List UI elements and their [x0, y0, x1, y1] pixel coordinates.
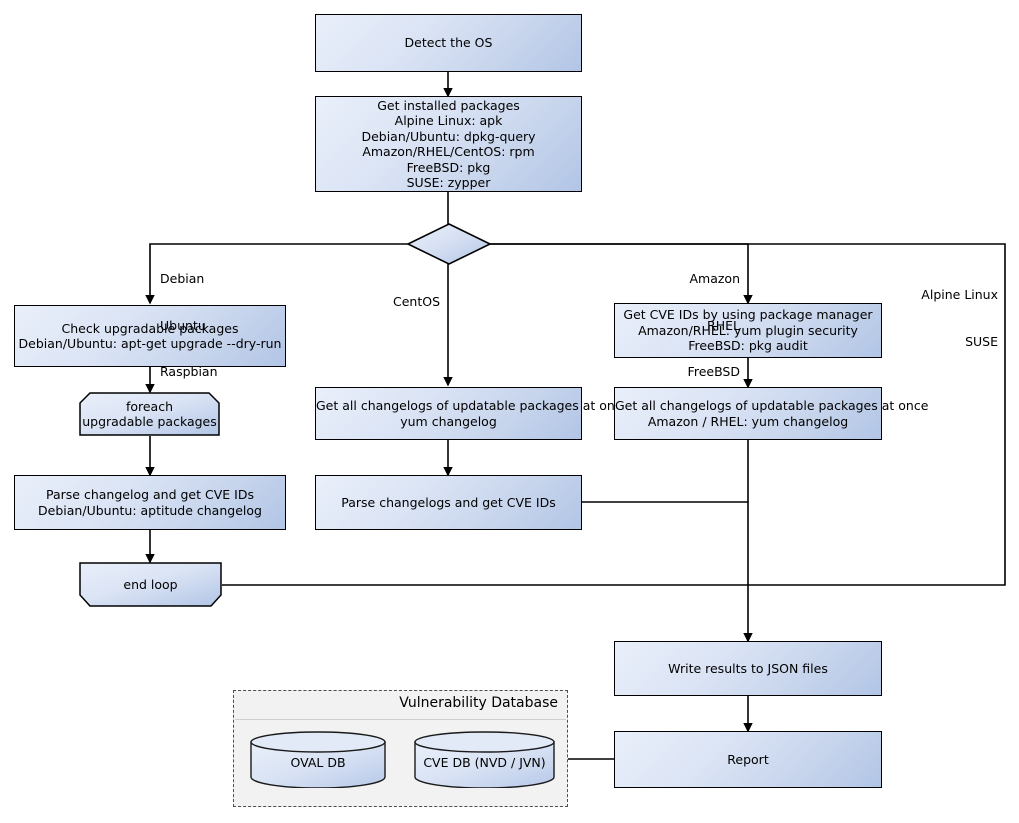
node-parse-changelogs-centos-label: Parse changelogs and get CVE IDs: [341, 494, 556, 510]
vulnerability-database-divider: [235, 719, 566, 720]
node-detect-os[interactable]: Detect the OS: [315, 14, 582, 72]
branch-label-debian-1: Ubuntu: [160, 317, 206, 333]
node-report[interactable]: Report: [614, 731, 882, 788]
node-write-json-label: Write results to JSON files: [668, 660, 828, 676]
node-report-label: Report: [727, 751, 769, 767]
branch-label-amazon-2: FreeBSD: [687, 364, 740, 379]
branch-label-alpine-1: SUSE: [965, 333, 998, 349]
database-oval-db[interactable]: OVAL DB: [250, 731, 386, 788]
node-changelogs-rhel-label: Get all changelogs of updatable packages…: [615, 398, 929, 429]
branch-label-amazon-0: Amazon: [689, 271, 740, 286]
node-changelogs-centos-label: Get all changelogs of updatable packages…: [316, 398, 630, 429]
database-cve-db[interactable]: CVE DB (NVD / JVN): [414, 731, 555, 788]
database-cve-db-label: CVE DB (NVD / JVN): [423, 755, 546, 770]
branch-label-alpine: Alpine Linux SUSE: [880, 256, 998, 380]
edge-decision-to-alpine: [222, 243, 1006, 586]
branch-label-amazon-1: RHEL: [707, 317, 740, 333]
branch-label-centos: CentOS: [330, 263, 440, 341]
node-changelogs-rhel[interactable]: Get all changelogs of updatable packages…: [614, 387, 929, 440]
branch-label-centos-0: CentOS: [392, 294, 440, 309]
branch-label-alpine-0: Alpine Linux: [921, 287, 998, 302]
node-os-decision[interactable]: [406, 222, 492, 266]
branch-label-amazon: Amazon RHEL FreeBSD: [620, 240, 740, 411]
branch-label-debian-2: Raspbian: [160, 364, 218, 379]
branch-label-debian: Debian Ubuntu Raspbian: [160, 240, 218, 411]
vulnerability-database-title: Vulnerability Database: [399, 695, 558, 711]
database-oval-db-label: OVAL DB: [290, 755, 346, 770]
node-end-loop-label: end loop: [123, 576, 178, 592]
node-write-json[interactable]: Write results to JSON files: [614, 641, 882, 696]
node-changelogs-centos[interactable]: Get all changelogs of updatable packages…: [315, 387, 630, 440]
edge-decision-to-debian: [145, 243, 408, 305]
node-detect-os-label: Detect the OS: [404, 35, 493, 51]
node-parse-changelogs-centos[interactable]: Parse changelogs and get CVE IDs: [315, 475, 582, 530]
node-end-loop[interactable]: end loop: [79, 562, 222, 607]
branch-label-debian-0: Debian: [160, 271, 205, 286]
